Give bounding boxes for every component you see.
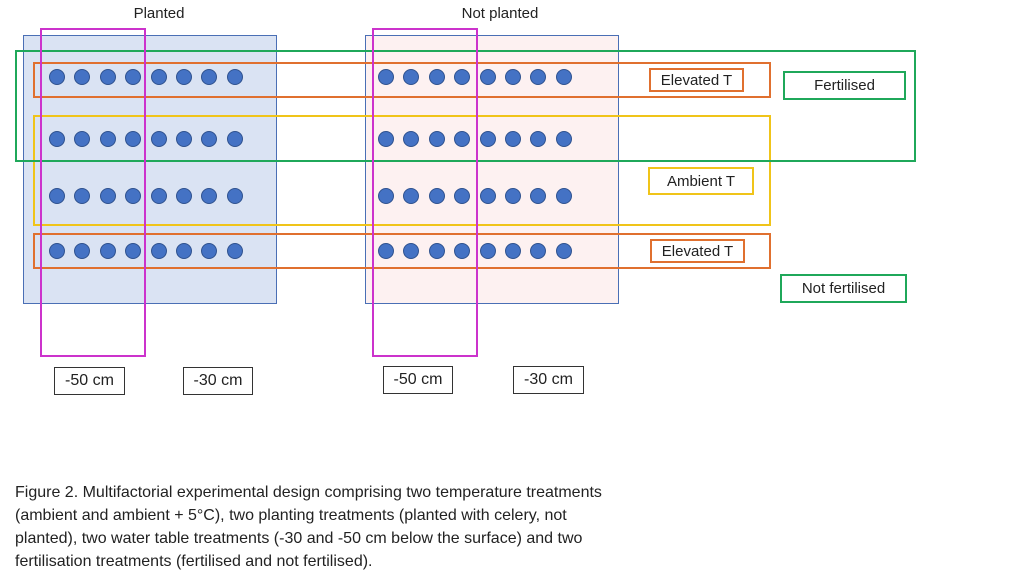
planted-plot-dot [150, 69, 167, 85]
planted-plot-dot [99, 131, 116, 147]
planted-plot-dot [226, 69, 243, 85]
planted-plot-dot [176, 131, 192, 147]
not-planted-plot-dot [479, 188, 496, 204]
planted-plot-dot [74, 69, 91, 85]
depth-label-notplanted-50: -50 cm [383, 366, 453, 394]
not-planted-plot-dot [454, 131, 471, 147]
planted-plot-dot [201, 69, 218, 85]
depth-label-planted-50: -50 cm [54, 367, 125, 395]
not-fertilised-label: Not fertilised [780, 274, 907, 303]
planted-plot-dot [49, 188, 65, 204]
planted-plot-dot [125, 69, 142, 85]
planted-plot-dot [74, 131, 91, 147]
not-planted-plot-dot [505, 243, 521, 259]
planted-plot-dot [99, 188, 116, 204]
not-planted-plot-dot [454, 243, 471, 259]
planted-plot-dot [201, 243, 218, 259]
ambient-label: Ambient T [648, 167, 754, 195]
not-planted-plot-dot [530, 131, 547, 147]
not-planted-plot-dot [555, 188, 572, 204]
planted-heading: Planted [133, 5, 185, 22]
not-planted-plot-dot [479, 243, 496, 259]
not-planted-plot-dot [428, 131, 445, 147]
not-planted-plot-dot [505, 131, 521, 147]
planted-plot-dot [49, 131, 65, 147]
not-planted-plot-dot [530, 243, 547, 259]
planted-plot-dot [150, 243, 167, 259]
fertilised-region [15, 50, 916, 162]
not-planted-plot-dot [530, 188, 547, 204]
planted-plot-dot [49, 69, 65, 85]
planted-plot-dot [176, 69, 192, 85]
fertilised-label: Fertilised [783, 71, 906, 100]
planted-plot-dot [201, 131, 218, 147]
not-planted-plot-dot [403, 188, 420, 204]
water-table-column-not-planted [372, 28, 478, 357]
not-planted-plot-dot [378, 131, 394, 147]
planted-plot-dot [125, 243, 142, 259]
planted-plot-dot [176, 188, 192, 204]
planted-plot-dot [201, 188, 218, 204]
not-planted-plot-dot [403, 69, 420, 85]
elevated-label-bottom: Elevated T [650, 239, 745, 263]
elevated-row-bottom [33, 233, 771, 269]
planted-plot-dot [125, 131, 142, 147]
not-planted-plot-dot [479, 69, 496, 85]
not-planted-plot-dot [555, 131, 572, 147]
depth-label-notplanted-30: -30 cm [513, 366, 584, 394]
not-planted-plot-dot [454, 188, 471, 204]
planted-plot-dot [99, 243, 116, 259]
elevated-row-top [33, 62, 771, 98]
planted-plot-dot [74, 188, 91, 204]
not-planted-plot-dot [530, 69, 547, 85]
planted-plot-dot [176, 243, 192, 259]
not-planted-plot-dot [378, 243, 394, 259]
not-planted-plot-dot [479, 131, 496, 147]
not-planted-plot-dot [428, 69, 445, 85]
elevated-label-top: Elevated T [649, 68, 744, 92]
planted-plot-dot [99, 69, 116, 85]
not-planted-plot-dot [428, 188, 445, 204]
planted-plot-dot [226, 243, 243, 259]
depth-label-planted-30: -30 cm [183, 367, 253, 395]
figure-caption: Figure 2. Multifactorial experimental de… [15, 484, 602, 570]
not-planted-plot-dot [403, 243, 420, 259]
not-planted-plot-dot [505, 69, 521, 85]
water-table-column-planted [40, 28, 146, 357]
not-planted-plot-dot [428, 243, 445, 259]
planted-plot-dot [150, 131, 167, 147]
not-planted-plot-dot [378, 69, 394, 85]
not-planted-plot-dot [505, 188, 521, 204]
not-planted-plot-dot [555, 243, 572, 259]
not-planted-plot-dot [555, 69, 572, 85]
planted-plot-dot [150, 188, 167, 204]
not-planted-heading: Not planted [461, 5, 539, 22]
not-planted-plot-dot [454, 69, 471, 85]
ambient-rows [33, 115, 771, 226]
planted-plot-dot [49, 243, 65, 259]
planted-plot-dot [125, 188, 142, 204]
planted-plot-dot [74, 243, 91, 259]
planted-plot-dot [226, 131, 243, 147]
planted-plot-dot [226, 188, 243, 204]
not-planted-plot-dot [403, 131, 420, 147]
not-planted-plot-dot [378, 188, 394, 204]
